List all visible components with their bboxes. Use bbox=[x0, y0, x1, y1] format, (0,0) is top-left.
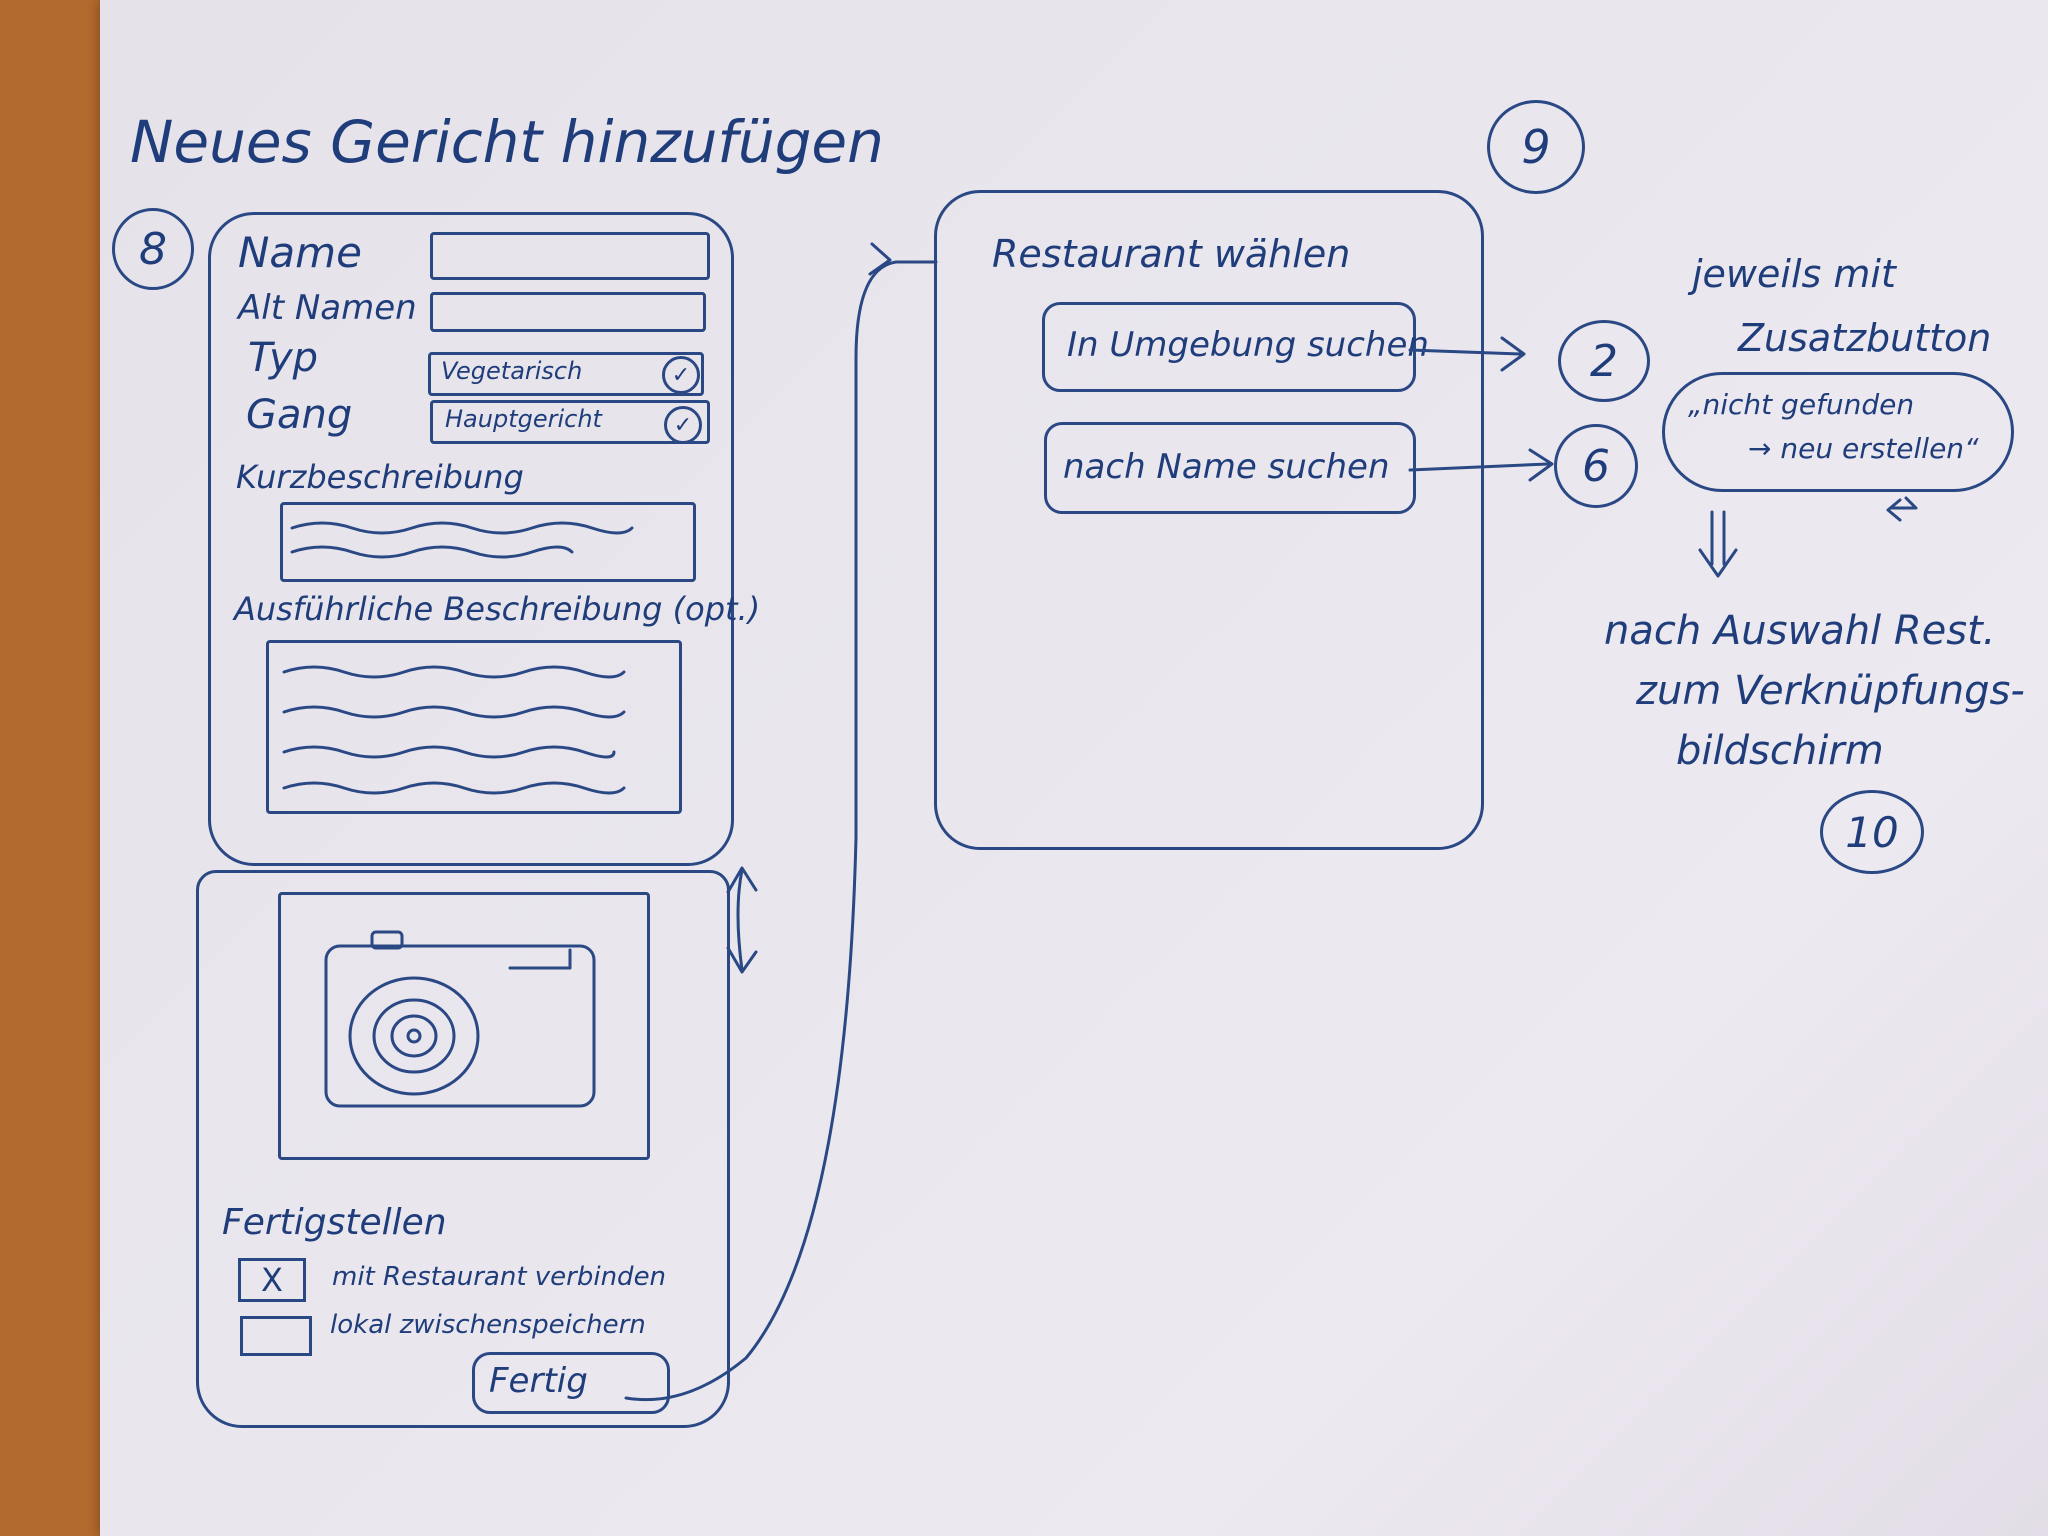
note-after-1: nach Auswahl Rest. bbox=[1604, 608, 1996, 654]
squiggle-line bbox=[282, 705, 626, 719]
screen-number-8: 8 bbox=[112, 208, 194, 290]
flow-arrow-by-name bbox=[1408, 462, 1550, 472]
field-label-name: Name bbox=[238, 228, 362, 277]
checkbox-restaurant[interactable]: X bbox=[238, 1258, 306, 1302]
squiggle-line bbox=[290, 521, 634, 535]
form-screen-top bbox=[208, 212, 734, 866]
photo-area[interactable] bbox=[278, 892, 650, 1160]
course-select-value: Hauptgericht bbox=[445, 405, 602, 433]
form-screen-bottom bbox=[196, 870, 730, 1428]
restaurant-screen-title: Restaurant wählen bbox=[992, 232, 1351, 276]
long-desc-textarea[interactable] bbox=[266, 640, 682, 814]
flow-arrow-nearby bbox=[1408, 348, 1522, 356]
name-input[interactable] bbox=[430, 232, 710, 280]
finish-button[interactable]: Fertig bbox=[472, 1352, 670, 1414]
checkbox-local-save-label: lokal zwischenspeichern bbox=[330, 1310, 646, 1340]
long-desc-label: Ausführliche Beschreibung (opt.) bbox=[234, 590, 761, 628]
squiggle-line bbox=[282, 665, 626, 679]
course-dropdown-check-icon[interactable]: ✓ bbox=[664, 406, 702, 444]
camera-icon bbox=[324, 930, 596, 1108]
page-title: Neues Gericht hinzufügen bbox=[130, 108, 884, 176]
squiggle-line bbox=[290, 545, 574, 559]
search-nearby-button[interactable]: In Umgebung suchen bbox=[1042, 302, 1429, 392]
screen-number-10: 10 bbox=[1820, 790, 1924, 874]
restaurant-screen bbox=[934, 190, 1484, 850]
note-line-1: jeweils mit bbox=[1692, 252, 1896, 296]
paper-sheet bbox=[100, 0, 2048, 1536]
type-select[interactable]: Vegetarisch bbox=[428, 352, 704, 396]
field-label-alt-names: Alt Namen bbox=[238, 288, 417, 328]
note-after-3: bildschirm bbox=[1676, 728, 1884, 774]
type-select-value: Vegetarisch bbox=[441, 357, 583, 385]
field-label-course: Gang bbox=[246, 392, 353, 438]
note-line-2: Zusatzbutton bbox=[1738, 316, 1992, 360]
type-dropdown-check-icon[interactable]: ✓ bbox=[662, 356, 700, 394]
screen-number-2: 2 bbox=[1558, 320, 1650, 402]
search-by-name-button[interactable]: nach Name suchen bbox=[1044, 422, 1416, 514]
finish-heading: Fertigstellen bbox=[222, 1202, 447, 1243]
note-after-2: zum Verknüpfungs- bbox=[1636, 668, 2025, 714]
screen-number-9: 9 bbox=[1487, 100, 1585, 194]
double-down-arrow-icon bbox=[1698, 510, 1738, 578]
short-desc-textarea[interactable] bbox=[280, 502, 696, 582]
note-quote-2: → neu erstellen“ bbox=[1748, 432, 1979, 465]
screen-number-6: 6 bbox=[1554, 424, 1638, 508]
return-arrow-icon bbox=[1886, 496, 1918, 522]
squiggle-line bbox=[282, 781, 626, 795]
checkbox-restaurant-label: mit Restaurant verbinden bbox=[332, 1262, 667, 1292]
short-desc-label: Kurzbeschreibung bbox=[236, 458, 524, 496]
squiggle-line bbox=[282, 745, 616, 759]
scroll-arrows-icon bbox=[726, 866, 758, 974]
checkbox-local-save[interactable] bbox=[240, 1316, 312, 1356]
field-label-type: Typ bbox=[248, 335, 319, 381]
note-quote-1: „nicht gefunden bbox=[1688, 388, 1915, 421]
course-select[interactable]: Hauptgericht bbox=[430, 400, 710, 444]
note-bubble bbox=[1662, 372, 2014, 492]
alt-names-input[interactable] bbox=[430, 292, 706, 332]
flow-arrow-finish-to-restaurant bbox=[624, 260, 938, 1402]
